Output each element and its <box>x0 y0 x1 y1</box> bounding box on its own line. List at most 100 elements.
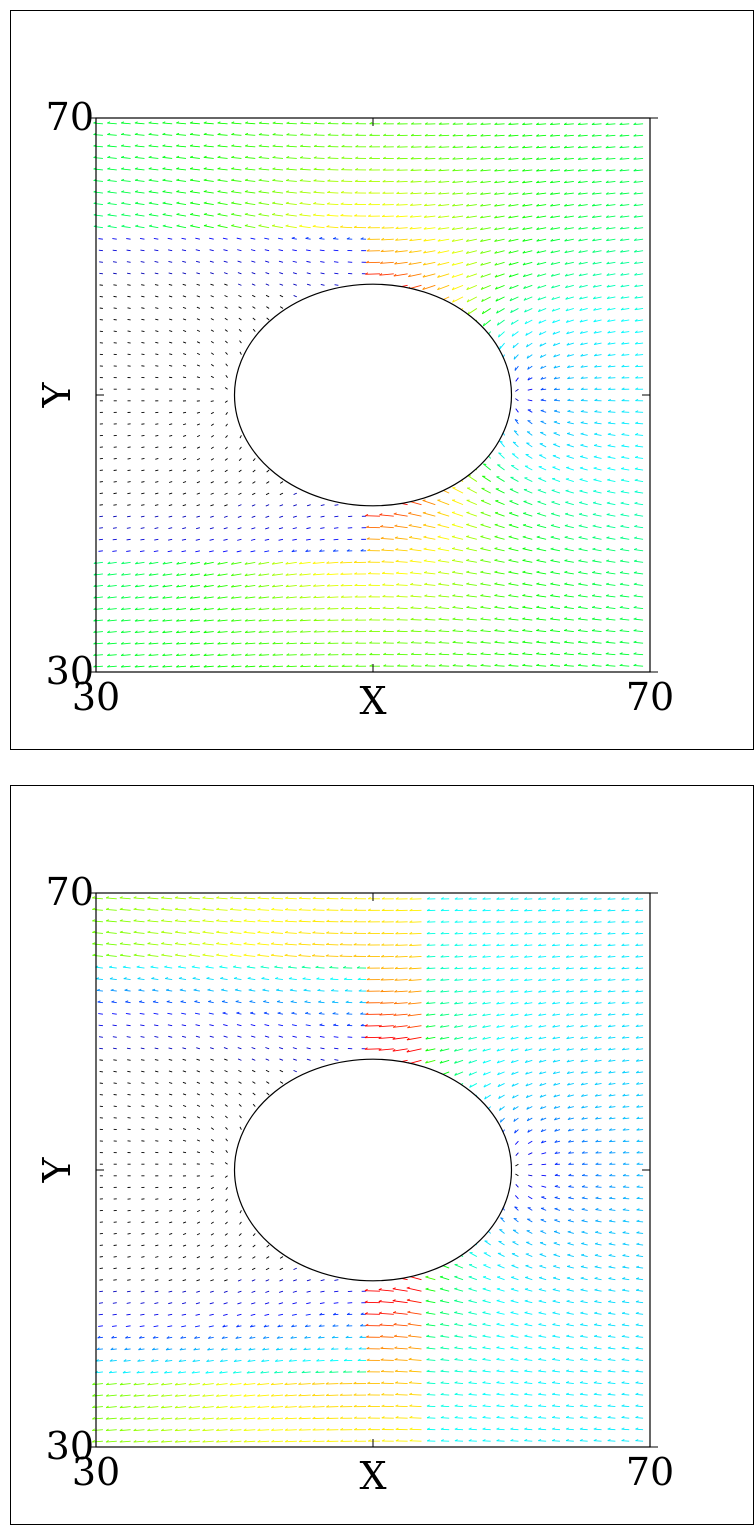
vector-arrow <box>210 423 214 426</box>
vector-arrow-head <box>272 133 276 136</box>
vector-arrow <box>279 294 284 298</box>
vector-arrow <box>482 319 492 327</box>
vector-arrow <box>210 1163 214 1165</box>
vector-arrow <box>223 1302 228 1305</box>
vector-arrow-head <box>217 201 221 204</box>
vector-arrow <box>286 596 297 599</box>
vector-arrow <box>622 1129 630 1131</box>
vector-arrow-head <box>300 653 304 656</box>
vector-arrow <box>538 466 547 471</box>
vector-arrow <box>608 1243 616 1246</box>
vector-arrow <box>536 146 547 149</box>
vector-arrow <box>566 1324 574 1327</box>
vector-arrow <box>313 573 325 576</box>
vector-arrow-head <box>327 179 331 182</box>
vector-arrow <box>620 307 630 311</box>
vector-arrow <box>594 1254 602 1258</box>
vector-arrow-head <box>231 630 235 633</box>
vector-arrow-head <box>608 1116 612 1120</box>
vector-arrow <box>127 1093 131 1096</box>
vector-arrow <box>210 1210 214 1213</box>
vector-arrow-head <box>454 1060 457 1064</box>
x-tick-right-1: 70 <box>626 675 674 719</box>
vector-arrow <box>550 123 561 126</box>
vector-arrow-head <box>319 237 323 239</box>
vector-arrow <box>522 238 533 242</box>
vector-arrow-head <box>480 251 483 254</box>
vector-arrow-head <box>563 122 567 125</box>
vector-arrow <box>244 202 256 206</box>
vector-arrow-head <box>340 190 344 194</box>
vector-arrow-head <box>381 1416 385 1419</box>
vector-arrow-head <box>451 227 455 230</box>
vector-arrow-head <box>580 353 584 357</box>
vector-arrow <box>621 1370 630 1373</box>
vector-arrow-head <box>379 1013 383 1016</box>
vector-arrow <box>93 642 103 645</box>
vector-arrow-head <box>190 224 194 227</box>
vector-arrow <box>566 467 574 471</box>
vector-arrow <box>261 1359 270 1362</box>
vector-arrow <box>299 596 311 599</box>
vector-arrow <box>155 1244 159 1247</box>
vector-arrow <box>196 1104 201 1107</box>
vector-arrow <box>319 249 325 252</box>
vector-arrow-head <box>231 224 235 227</box>
vector-arrow <box>162 561 173 565</box>
vector-arrow-head <box>139 1000 143 1003</box>
vector-arrow <box>196 295 201 298</box>
vector-arrow-head <box>345 1000 349 1003</box>
vector-arrow-head <box>634 490 638 493</box>
vector-arrow <box>182 1244 187 1247</box>
vector-arrow-head <box>134 653 138 656</box>
vector-arrow-head <box>231 201 235 204</box>
vector-arrow-head <box>565 512 569 515</box>
vector-arrow-head <box>235 1000 239 1002</box>
vector-arrow-head <box>480 652 484 655</box>
vector-arrow-head <box>550 605 554 608</box>
vector-arrow-head <box>619 238 623 241</box>
vector-arrow <box>161 1394 173 1397</box>
vector-arrow-head <box>134 121 138 124</box>
vector-arrow <box>231 225 242 229</box>
vector-arrow-head <box>594 1265 598 1268</box>
vector-arrow <box>148 134 159 136</box>
vector-arrow <box>564 618 574 621</box>
vector-arrow-head <box>552 1024 556 1028</box>
vector-arrow <box>121 596 131 599</box>
vector-arrow <box>165 1359 173 1362</box>
vector-arrow <box>511 1253 519 1257</box>
vector-arrow <box>565 296 574 300</box>
vector-arrow-head <box>595 1230 599 1233</box>
vector-arrow-head <box>635 1047 639 1051</box>
vector-arrow <box>591 134 602 137</box>
vector-arrow-head <box>565 489 569 492</box>
vector-arrow-head <box>510 1357 514 1360</box>
vector-arrow-head <box>564 629 568 631</box>
vector-arrow <box>168 284 173 286</box>
vector-arrow-head <box>383 641 387 644</box>
vector-arrow <box>113 504 117 506</box>
vector-arrow-head <box>524 1346 528 1349</box>
vector-arrow <box>141 342 145 344</box>
vector-arrow <box>271 1429 284 1431</box>
vector-arrow-head <box>634 455 639 458</box>
vector-arrow <box>539 1265 547 1269</box>
vector-arrow-head <box>619 157 623 160</box>
vector-arrow <box>140 1036 145 1038</box>
vector-arrow-head <box>580 1024 584 1028</box>
vector-arrow-head <box>161 1394 165 1397</box>
vector-arrow-head <box>409 1427 413 1430</box>
vector-arrow-head <box>369 629 373 632</box>
vector-arrow-head <box>119 1382 123 1386</box>
vector-arrow-head <box>482 1299 486 1302</box>
vector-arrow-head <box>593 1415 597 1418</box>
vector-arrow <box>550 238 561 242</box>
vector-arrow-head <box>524 1036 528 1040</box>
vector-arrow <box>538 1323 547 1327</box>
vector-arrow-head <box>620 513 624 516</box>
vector-arrow-head <box>346 1324 350 1327</box>
vector-arrow <box>313 214 325 217</box>
vector-arrow-head <box>635 1415 639 1418</box>
vector-arrow <box>593 307 602 311</box>
